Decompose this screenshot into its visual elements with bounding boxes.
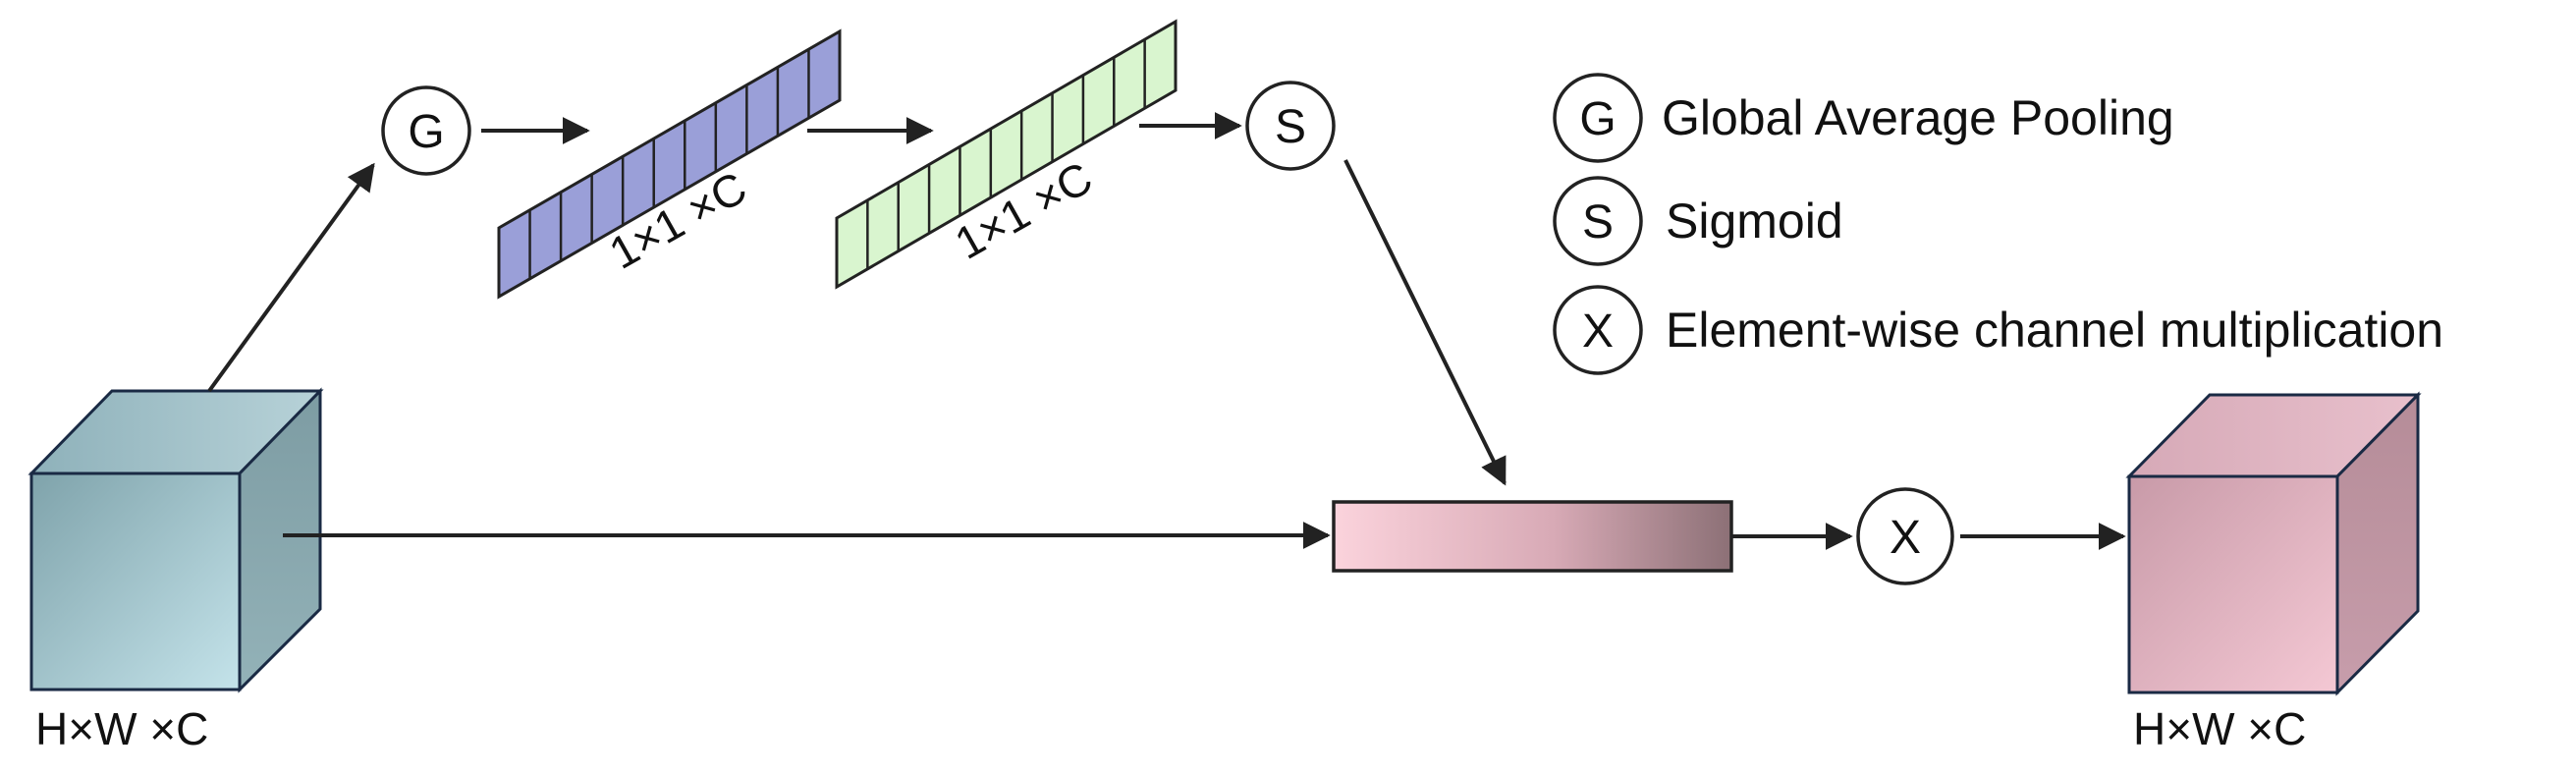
legend-item-gap: G Global Average Pooling — [1553, 73, 2174, 163]
legend-sigmoid-circle — [1553, 176, 1643, 266]
legend-multiply-symbol: X — [1582, 305, 1614, 358]
excitation-vector-body — [835, 19, 1178, 290]
channel-weights-bar — [1332, 500, 1733, 573]
sigmoid-node: S — [1245, 81, 1336, 171]
sigmoid-node-circle — [1245, 81, 1336, 171]
output-cube-front — [2127, 474, 2339, 694]
multiply-node-circle — [1856, 487, 1954, 585]
multiply-node: X — [1856, 487, 1954, 585]
legend-gap-symbol: G — [1579, 93, 1616, 145]
multiply-node-letter: X — [1890, 512, 1921, 564]
output-dims-label: H×W ×C — [2133, 703, 2306, 754]
legend: G Global Average Pooling S Sigmoid X Ele… — [1553, 73, 2443, 375]
legend-multiply-text: Element-wise channel multiplication — [1666, 303, 2443, 358]
legend-item-sigmoid: S Sigmoid — [1553, 176, 1843, 266]
legend-sigmoid-text: Sigmoid — [1666, 194, 1843, 249]
gap-node-circle — [381, 85, 471, 176]
input-dims-label: H×W ×C — [35, 703, 208, 754]
sigmoid-node-letter: S — [1275, 101, 1306, 153]
pooled-vector-body — [497, 28, 842, 300]
arrow-input-to-gap — [207, 162, 375, 393]
output-feature-cube — [2125, 391, 2422, 696]
excitation-channel-vector — [835, 19, 1178, 290]
legend-sigmoid-symbol: S — [1582, 196, 1614, 249]
input-cube-front — [29, 471, 242, 692]
input-feature-cube — [27, 387, 324, 693]
legend-gap-circle — [1553, 73, 1643, 163]
legend-gap-text: Global Average Pooling — [1662, 90, 2174, 145]
pooled-channel-vector — [497, 28, 842, 300]
gap-node: G — [381, 85, 471, 176]
arrow-sigmoid-to-weights — [1343, 159, 1507, 486]
gap-node-letter: G — [408, 106, 444, 158]
legend-item-multiply: X Element-wise channel multiplication — [1553, 285, 2443, 375]
legend-multiply-circle — [1553, 285, 1643, 375]
